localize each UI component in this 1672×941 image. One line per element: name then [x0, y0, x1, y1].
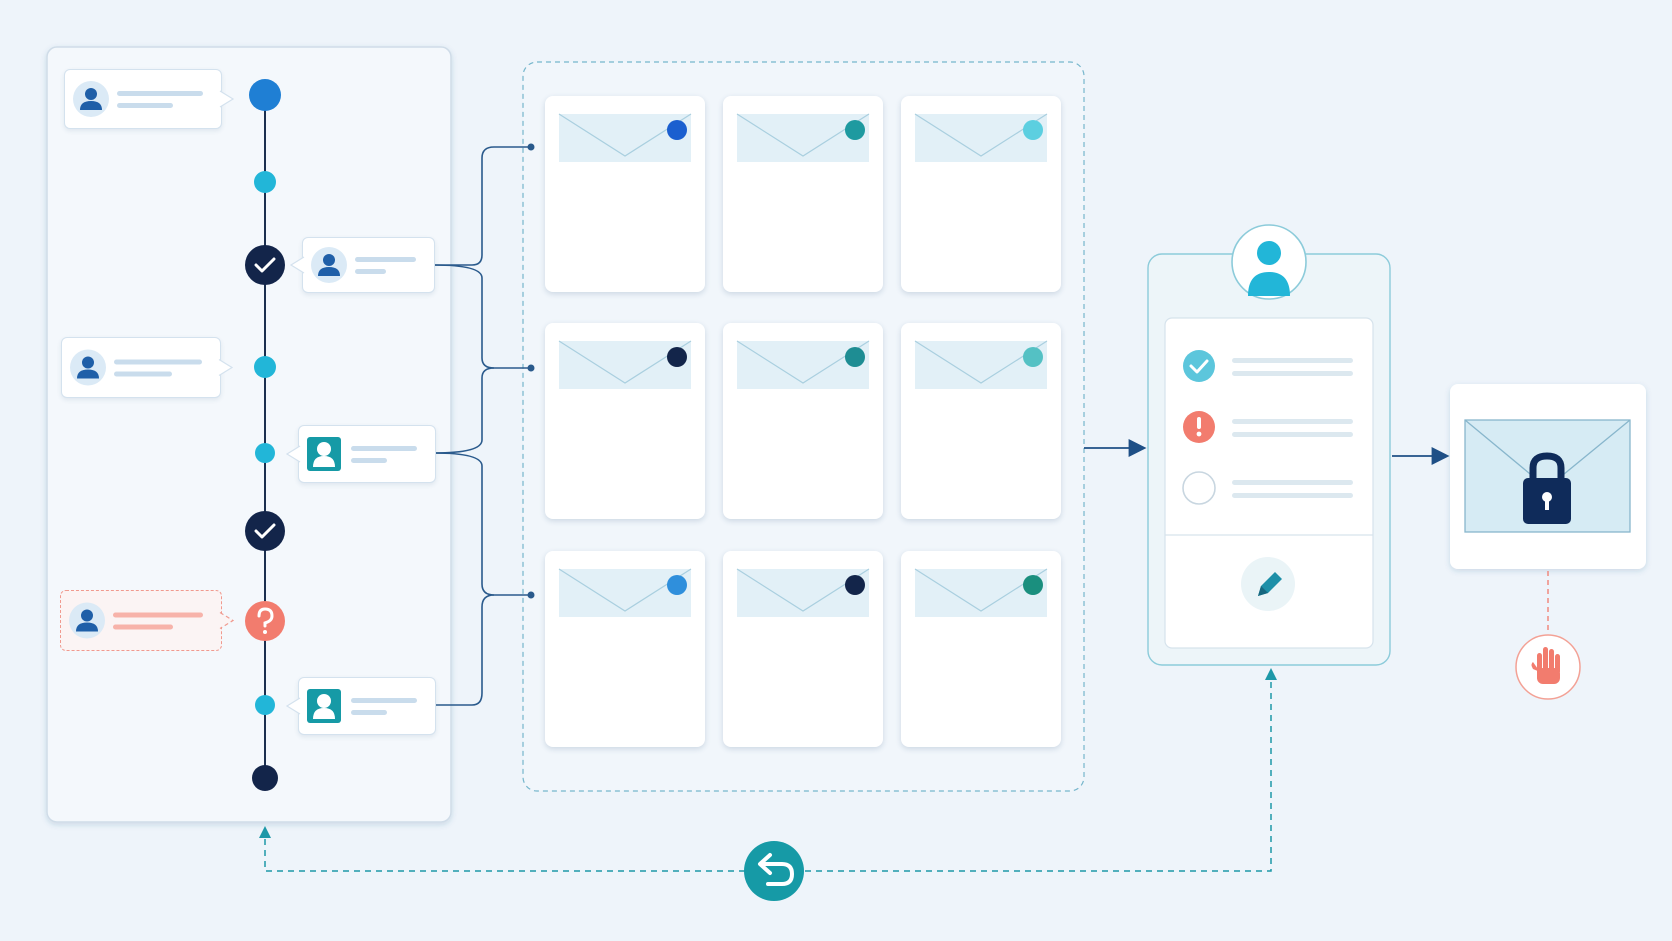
text-placeholder-line — [1232, 371, 1353, 376]
status-dot — [1023, 120, 1043, 140]
text-placeholder-line — [113, 624, 173, 630]
review-item-warning — [1183, 411, 1353, 443]
text-placeholder-line — [114, 371, 172, 377]
envelope-icon — [736, 568, 870, 617]
status-dot — [845, 120, 865, 140]
status-dot — [667, 347, 687, 367]
envelope-icon — [558, 568, 692, 617]
connector-dot-2 — [527, 364, 535, 372]
email-card[interactable] — [723, 551, 883, 747]
text-placeholder-line — [355, 257, 416, 262]
message-bubble[interactable] — [289, 237, 435, 293]
user-avatar-icon — [307, 437, 341, 471]
undo-arrow-icon[interactable] — [744, 841, 804, 901]
envelope-icon — [914, 113, 1048, 162]
status-dot — [845, 347, 865, 367]
email-card[interactable] — [545, 551, 705, 747]
exclamation-circle-icon — [1183, 411, 1215, 443]
text-placeholder-line — [1232, 493, 1353, 498]
loop-arrowhead-left — [259, 826, 271, 838]
user-avatar-icon — [69, 602, 105, 639]
email-card[interactable] — [901, 551, 1061, 747]
timeline-node-dot — [255, 443, 275, 463]
text-placeholder-line — [117, 91, 203, 96]
timeline-node-check — [245, 245, 285, 285]
message-bubble[interactable] — [285, 425, 436, 483]
bubble-graphic — [73, 81, 235, 117]
text-placeholder-line — [1232, 432, 1353, 437]
text-placeholder-line — [1232, 419, 1353, 424]
envelope-icon — [736, 340, 870, 389]
user-avatar-icon — [70, 349, 106, 386]
message-bubble[interactable] — [64, 69, 235, 129]
envelope-icon — [558, 340, 692, 389]
envelope-icon — [914, 340, 1048, 389]
envelope-icon — [914, 568, 1048, 617]
text-placeholder-line — [117, 103, 173, 108]
bubble-graphic — [285, 437, 417, 471]
bubble-graphic — [289, 247, 416, 283]
connector-dot-3 — [527, 591, 535, 599]
email-card[interactable] — [901, 323, 1061, 519]
message-bubble[interactable] — [61, 337, 234, 398]
timeline-node-question — [245, 601, 285, 641]
user-avatar-icon — [73, 81, 109, 117]
status-dot — [667, 575, 687, 595]
text-placeholder-line — [351, 446, 417, 451]
text-placeholder-line — [351, 710, 387, 715]
status-dot — [845, 575, 865, 595]
text-placeholder-line — [113, 612, 203, 618]
empty-circle-icon — [1182, 471, 1216, 505]
status-dot — [667, 120, 687, 140]
pencil-icon[interactable] — [1241, 557, 1295, 611]
user-avatar-icon — [307, 689, 341, 723]
check-circle-icon — [1183, 350, 1215, 382]
bubble-graphic — [70, 349, 234, 386]
timeline-node-dot — [254, 171, 276, 193]
text-placeholder-line — [1232, 358, 1353, 363]
timeline-node-check — [245, 511, 285, 551]
text-placeholder-line — [355, 269, 386, 274]
grid-connectors — [433, 146, 531, 706]
loop-arrowhead-right — [1265, 668, 1277, 680]
timeline-node-dot — [254, 356, 276, 378]
locked-envelope-icon — [1464, 419, 1631, 533]
user-icon — [1231, 224, 1307, 300]
text-placeholder-line — [114, 359, 202, 365]
status-dot — [1023, 347, 1043, 367]
stop-hand-icon — [1515, 634, 1581, 700]
message-bubble[interactable] — [285, 677, 436, 735]
email-card[interactable] — [901, 96, 1061, 292]
envelope-icon — [736, 113, 870, 162]
email-card[interactable] — [545, 96, 705, 292]
timeline-node-dot — [255, 695, 275, 715]
email-card[interactable] — [723, 96, 883, 292]
timeline-node-start — [249, 79, 281, 111]
status-dot — [1023, 575, 1043, 595]
bubble-graphic — [69, 602, 235, 639]
text-placeholder-line — [351, 458, 387, 463]
text-placeholder-line — [351, 698, 417, 703]
email-card[interactable] — [545, 323, 705, 519]
bubble-graphic — [285, 689, 417, 723]
feedback-loop-line — [264, 674, 1272, 872]
email-card[interactable] — [723, 323, 883, 519]
user-avatar-icon — [311, 247, 347, 283]
timeline-node-end — [252, 765, 278, 791]
review-item-pending — [1182, 471, 1353, 505]
text-placeholder-line — [1232, 480, 1353, 485]
connector-dot-1 — [527, 143, 535, 151]
review-item-approved — [1183, 350, 1353, 382]
envelope-icon — [558, 113, 692, 162]
alert-message-bubble[interactable] — [60, 590, 235, 651]
